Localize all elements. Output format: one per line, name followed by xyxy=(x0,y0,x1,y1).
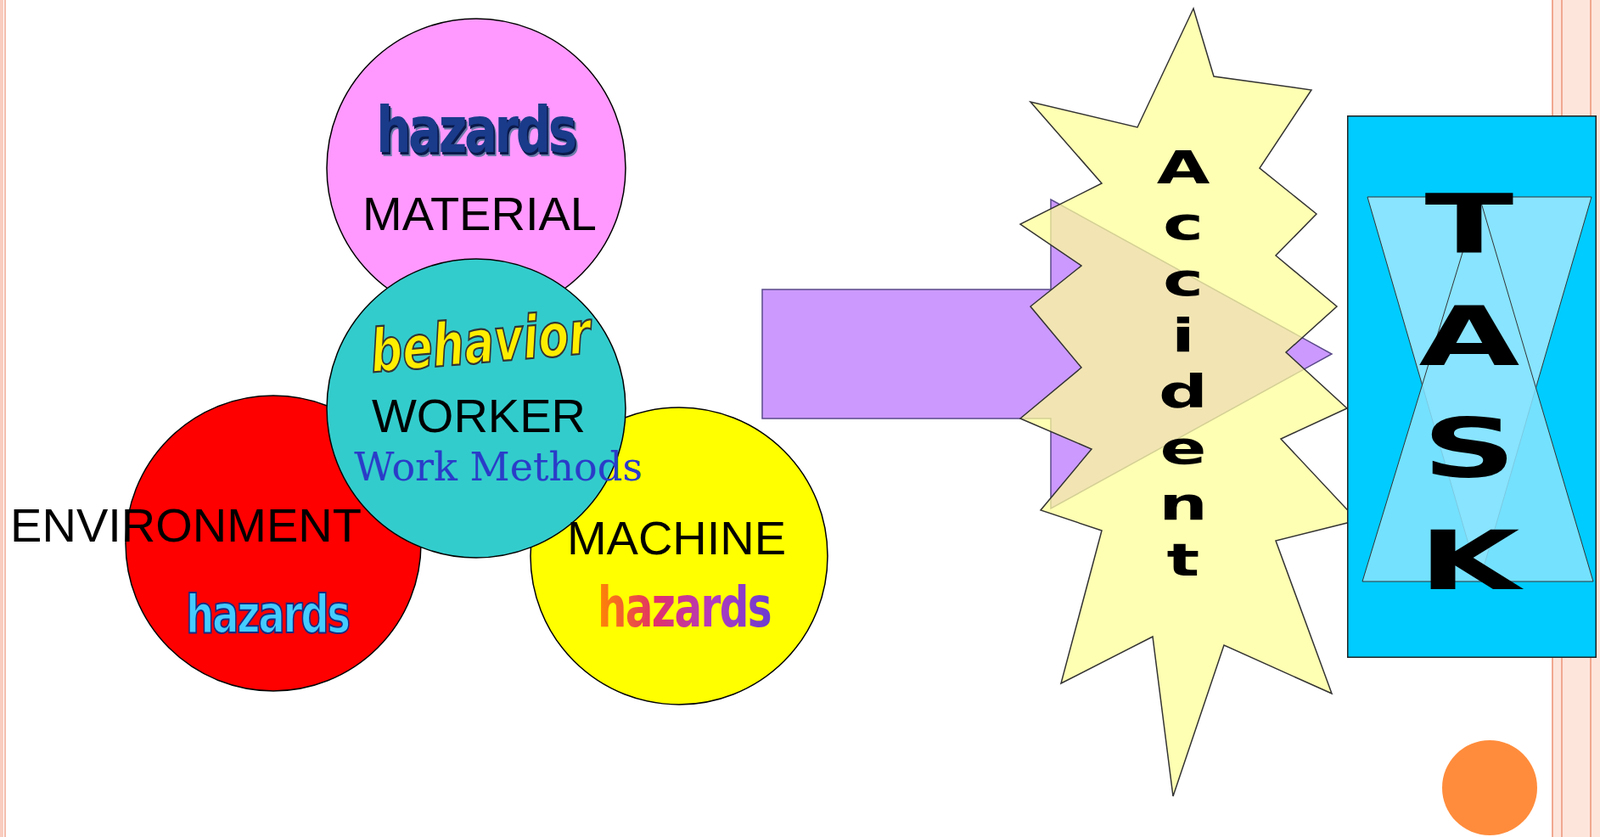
wordart-label: behavior xyxy=(367,303,593,382)
task-box: TASK xyxy=(1347,115,1597,658)
circle-label: MATERIAL xyxy=(362,190,597,238)
wordart-label: hazards xyxy=(376,99,574,163)
circle-sublabel: Work Methods xyxy=(353,447,643,487)
wordart-label: hazards xyxy=(597,579,771,635)
circle-label: WORKER xyxy=(371,392,586,440)
vertical-label: Accident xyxy=(1156,140,1212,589)
left-border-band xyxy=(0,0,4,837)
circle-label: MACHINE xyxy=(567,514,786,562)
orange-dot xyxy=(1442,740,1538,836)
task-rect xyxy=(1347,116,1597,658)
left-border-line xyxy=(4,0,6,837)
wordart-label: hazards xyxy=(185,587,349,641)
circle-label: ENVIRONMENT xyxy=(10,501,362,550)
circle-shape xyxy=(326,258,626,558)
circle-node: behaviorWORKERWork Methods xyxy=(325,258,627,559)
burst-shape xyxy=(1020,8,1358,797)
burst-node: Accident xyxy=(1010,0,1367,807)
vertical-label: TASK xyxy=(1417,168,1522,618)
